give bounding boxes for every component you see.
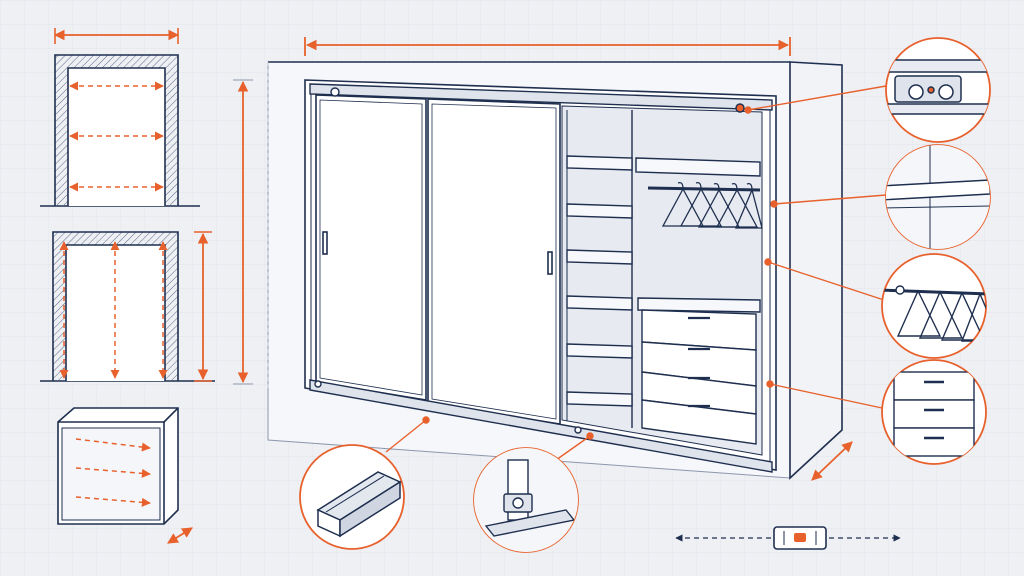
- callout-bottom-track: [299, 444, 405, 550]
- recess-width-elevation: [40, 28, 200, 207]
- recess-depth-isometric: [57, 407, 193, 544]
- top-track: [309, 83, 773, 113]
- roller-wheel-icon: [908, 84, 924, 100]
- callout-shelf: [885, 144, 991, 250]
- hanging-section: [635, 157, 763, 229]
- aluminium-track-icon: [316, 471, 402, 538]
- drawer-unit: [637, 297, 761, 445]
- door-handle-right: [547, 251, 553, 275]
- shelf-5: [566, 343, 633, 359]
- callout-bottom-roller: [473, 447, 579, 553]
- callout-drawers: [881, 359, 987, 465]
- hanging-rail: [647, 186, 761, 192]
- shelving-column: [566, 155, 633, 407]
- sliding-door-right: [427, 98, 561, 425]
- sliding-doors: [315, 94, 561, 425]
- shelf-2: [566, 203, 633, 219]
- shelf-3: [566, 249, 633, 265]
- roller-wheel-icon: [512, 497, 524, 509]
- drawer-4: [641, 399, 757, 445]
- recess-height-elevation: [40, 231, 215, 382]
- shelf-1: [566, 155, 633, 171]
- top-shelf: [635, 157, 761, 177]
- callout-hanging-rail: [881, 253, 987, 359]
- hangers: [661, 181, 763, 229]
- door-handle-left: [322, 231, 328, 255]
- callout-leaders: [385, 85, 887, 461]
- callout-top-roller: [885, 37, 991, 143]
- wardrobe-dimensions: [233, 37, 853, 481]
- shelf-4: [566, 295, 633, 311]
- spirit-level-icon: [675, 526, 901, 550]
- coat-hanger-icon: [896, 289, 942, 337]
- shelf-6: [566, 391, 633, 407]
- bottom-track: [309, 379, 773, 473]
- sliding-door-left: [315, 94, 427, 401]
